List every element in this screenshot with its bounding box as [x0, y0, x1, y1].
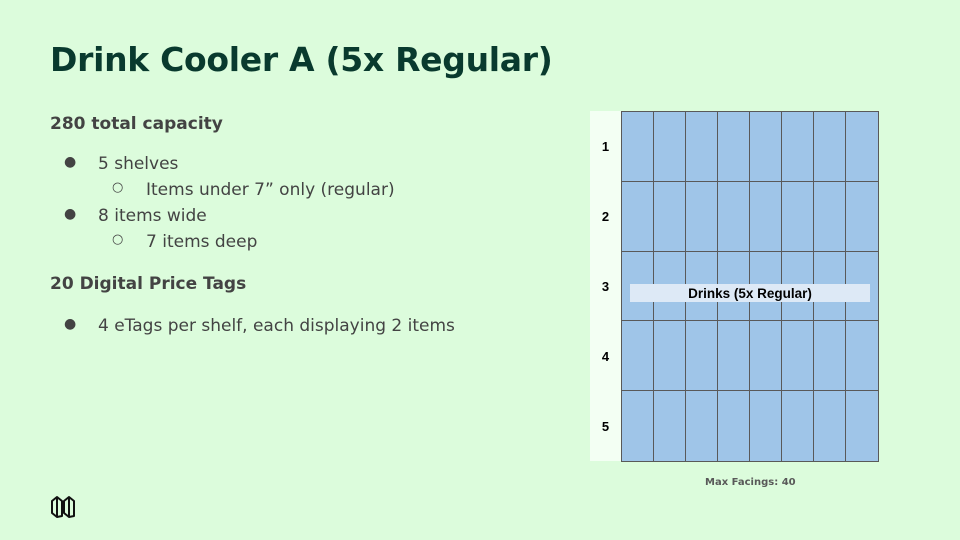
shelf-label: 3: [601, 278, 610, 294]
facing-slot: [750, 181, 782, 252]
facing-slot: [846, 321, 878, 392]
product-band-label: Drinks (5x Regular): [630, 284, 870, 302]
bullet-dot-icon: ●: [64, 154, 77, 170]
facing-slot: [654, 181, 686, 252]
shelf-label: 4: [601, 348, 610, 364]
price-tags-heading: 20 Digital Price Tags: [50, 274, 247, 294]
facing-slot: [814, 181, 846, 252]
facing-slot: [750, 391, 782, 461]
sub-bullet-items-under: ○ Items under 7” only (regular): [112, 180, 395, 200]
shelf-label: 5: [601, 418, 610, 434]
bullet-shelves: ● 5 shelves: [64, 154, 179, 174]
bullet-text: 5 shelves: [98, 154, 179, 174]
facing-slot: [686, 181, 718, 252]
bullet-etags: ● 4 eTags per shelf, each displaying 2 i…: [64, 316, 455, 336]
facing-slot: [622, 321, 654, 392]
facing-slot: [718, 181, 750, 252]
facing-slot: [622, 391, 654, 461]
shelf-label: 1: [601, 138, 610, 154]
capacity-heading: 280 total capacity: [50, 114, 223, 134]
shelf-labels: 1 2 3 4 5: [590, 111, 621, 461]
facing-slot: [622, 181, 654, 252]
facing-slot: [846, 391, 878, 461]
bullet-dot-icon: ●: [64, 206, 77, 222]
facing-slot: [718, 391, 750, 461]
facing-slot: [814, 112, 846, 182]
bullet-items-wide: ● 8 items wide: [64, 206, 207, 226]
bullet-ring-icon: ○: [112, 232, 124, 247]
facing-slot: [846, 112, 878, 182]
facing-slot: [654, 321, 686, 392]
bullet-text: 4 eTags per shelf, each displaying 2 ite…: [98, 316, 455, 336]
facing-slot: [654, 112, 686, 182]
bullet-text: 8 items wide: [98, 206, 207, 226]
facing-slot: [846, 252, 878, 322]
bullet-text: Items under 7” only (regular): [146, 180, 395, 200]
facing-slot: [782, 181, 814, 252]
max-facings-caption: Max Facings: 40: [705, 477, 796, 488]
facing-slot: [782, 391, 814, 461]
facing-slot: [814, 391, 846, 461]
brand-logo-icon: [50, 495, 78, 523]
facing-slot: [654, 391, 686, 461]
bullet-dot-icon: ●: [64, 316, 77, 332]
shelf-label: 2: [601, 208, 610, 224]
facing-slot: [750, 112, 782, 182]
facing-slot: [750, 321, 782, 392]
facing-slot: [686, 391, 718, 461]
facing-slot: [846, 182, 878, 252]
facing-slot: [718, 112, 750, 182]
bullet-text: 7 items deep: [146, 232, 258, 252]
facing-slot: [686, 112, 718, 182]
facing-slot: [782, 321, 814, 392]
facing-slot: [718, 321, 750, 392]
slide-title: Drink Cooler A (5x Regular): [50, 40, 553, 79]
facing-slot: [686, 321, 718, 392]
facing-slot: [782, 112, 814, 182]
sub-bullet-items-deep: ○ 7 items deep: [112, 232, 258, 252]
facing-slot: [814, 321, 846, 392]
facing-slot: [622, 112, 654, 182]
bullet-ring-icon: ○: [112, 180, 124, 195]
